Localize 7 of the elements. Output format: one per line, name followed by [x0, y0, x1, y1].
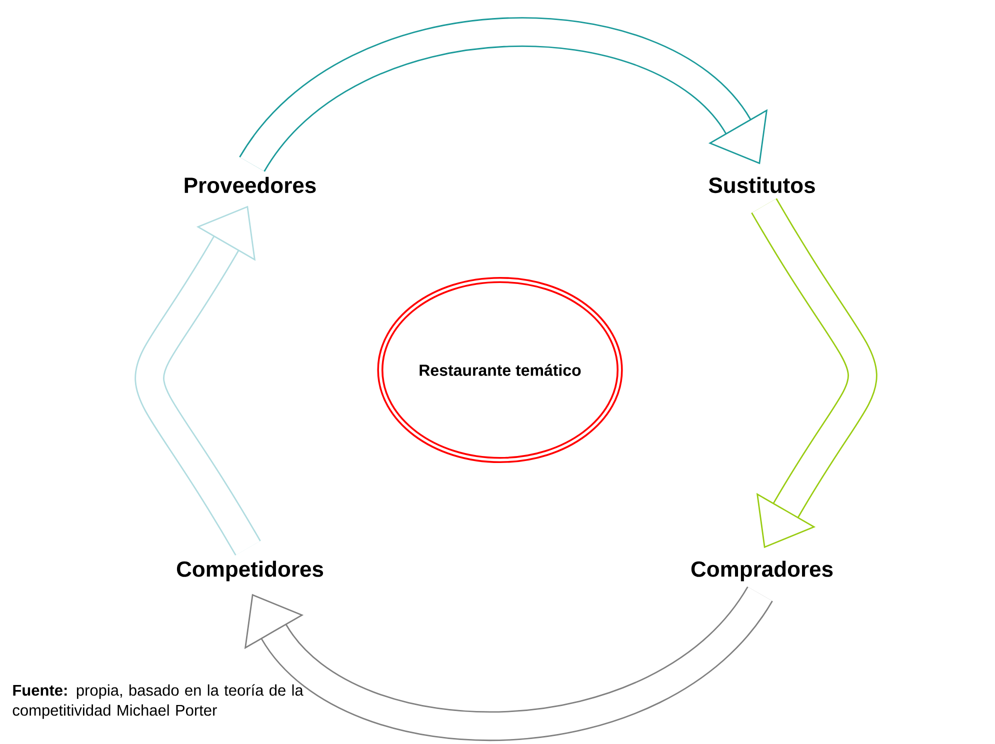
block-arrow — [240, 18, 768, 174]
force-label: Sustitutos — [708, 176, 815, 194]
block-arrow — [244, 585, 772, 741]
force-label: Compradores — [691, 560, 833, 582]
force-label: Proveedores — [184, 176, 316, 194]
source-note: Fuente: propia, basado en la teoría de la competitividad Michael Porter — [12, 684, 304, 719]
force-label: Competidores — [176, 560, 324, 582]
